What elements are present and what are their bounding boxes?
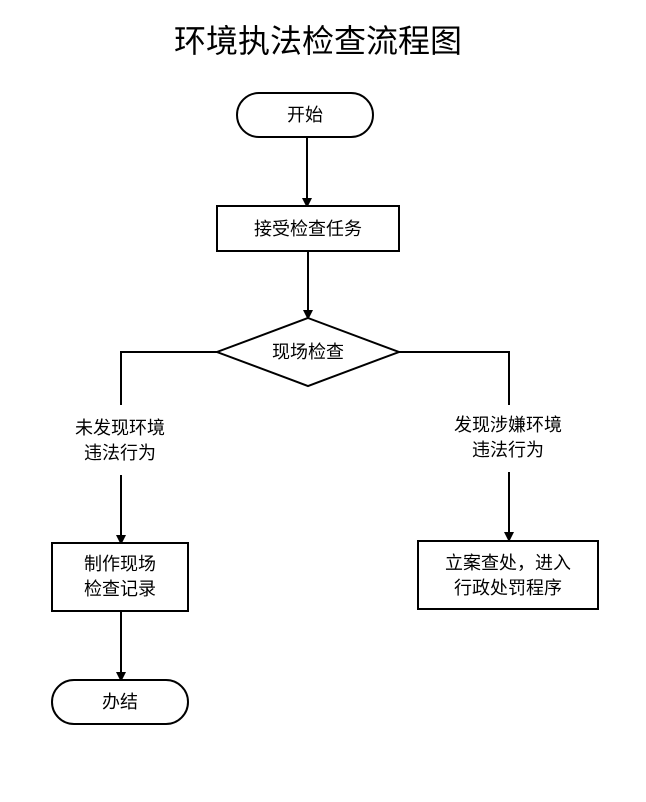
start-node xyxy=(236,92,374,138)
branch-violation-line2: 违法行为 xyxy=(472,440,544,461)
edge-check-right-branch xyxy=(399,351,510,405)
onsite-check-decision xyxy=(214,316,402,388)
receive-task-label: 接受检查任务 xyxy=(254,219,362,240)
start-label: 开始 xyxy=(287,105,323,126)
close-node xyxy=(51,679,189,725)
make-record-node xyxy=(51,542,189,612)
receive-task-node xyxy=(216,205,400,252)
branch-no-violation-line1: 未发现环境 xyxy=(75,418,165,439)
file-case-label-line2: 行政处罚程序 xyxy=(454,578,562,599)
onsite-check-label: 现场检查 xyxy=(272,342,344,363)
file-case-label-line1: 立案查处，进入 xyxy=(445,553,571,574)
diagram-title: 环境执法检查流程图 xyxy=(174,22,462,60)
close-label: 办结 xyxy=(102,692,138,713)
edge-check-left-branch xyxy=(120,351,217,405)
make-record-label-line2: 检查记录 xyxy=(84,579,156,600)
file-case-node xyxy=(417,540,599,610)
branch-no-violation-line2: 违法行为 xyxy=(84,443,156,464)
make-record-label-line1: 制作现场 xyxy=(84,554,156,575)
branch-violation-line1: 发现涉嫌环境 xyxy=(454,415,562,436)
